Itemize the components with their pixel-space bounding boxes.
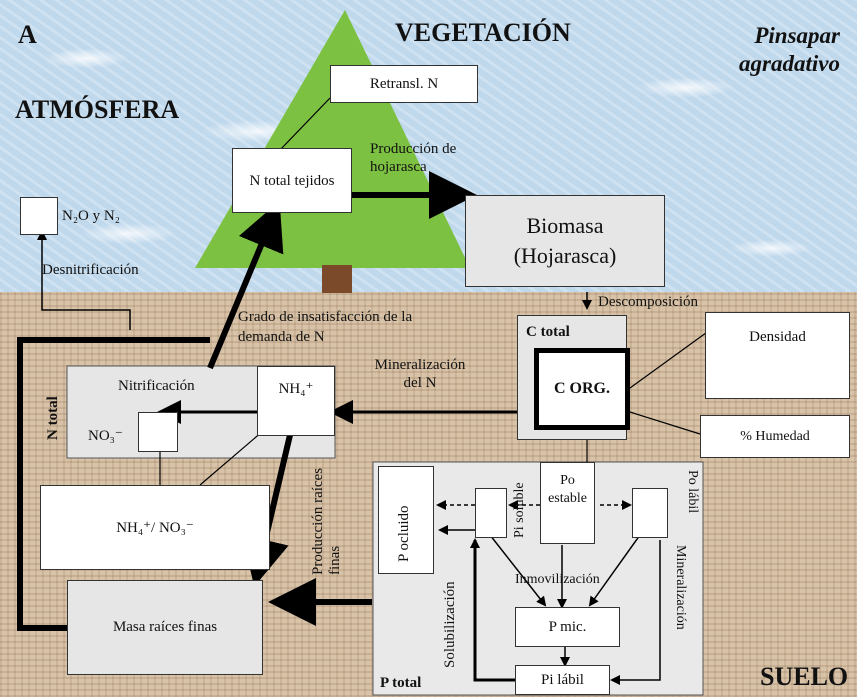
c-org-box: C ORG.: [534, 348, 630, 430]
n-total-label: N total: [45, 396, 61, 440]
p-total-label: P total: [380, 675, 422, 691]
subtitle: Pinsapar agradativo: [700, 22, 840, 78]
pi-soluble-box: [475, 488, 507, 538]
nh4-no3-box: NH₄⁺/ NO₃⁻: [40, 485, 270, 570]
atmosphere-background: [0, 0, 857, 292]
nitrificacion-label: Nitrificación: [118, 378, 195, 394]
corner-letter: A: [18, 20, 37, 49]
p-mic-box: P mic.: [515, 607, 620, 647]
flow-denitrification: [37, 230, 131, 330]
p-ocluido-label: P ocluido: [396, 505, 412, 562]
grado-label: Grado de insatisfacción de la demanda de…: [238, 309, 413, 345]
solubilizacion-label: Solubilización: [442, 581, 458, 668]
mineralizacion-label: Mineralización: [673, 545, 688, 630]
descomposicion-label: Descomposición: [598, 294, 698, 310]
subtitle-line2: agradativo: [739, 51, 840, 76]
produccion-hojarasca-label: Producción de hojarasca: [370, 141, 457, 175]
po-labil-label: Po lábil: [685, 470, 700, 514]
flow-to-tissues: [207, 200, 284, 370]
desnitrificacion-label: Desnitrificación: [42, 262, 139, 278]
no3-box: [138, 412, 178, 452]
pi-soluble-label: Pi soluble: [512, 482, 527, 538]
tree-icon: [195, 10, 470, 268]
flow-roots-loop: [17, 337, 210, 631]
produccion-raices-label: Producción raíces finas: [310, 467, 343, 575]
pi-labil-box: Pi lábil: [515, 665, 610, 695]
inmovilizacion-label: Inmovilización: [515, 572, 600, 587]
n2o-box: [20, 197, 58, 235]
po-estable-box: [540, 462, 595, 544]
n-total-tejidos-box: N total tejidos: [232, 148, 352, 213]
humedad-box: % Humedad: [700, 415, 850, 458]
p-ocluido-box: [378, 466, 434, 574]
densidad-box: Densidad: [705, 312, 850, 399]
zone-vegetation: VEGETACIÓN: [395, 18, 571, 47]
zone-atmosphere: ATMÓSFERA: [15, 95, 180, 124]
no3-label: NO₃⁻: [88, 428, 123, 444]
retransl-n-box: Retransl. N: [330, 65, 478, 103]
tree-trunk: [322, 265, 352, 293]
po-labil-box: [632, 488, 668, 538]
masa-raices-box: Masa raíces finas: [67, 580, 263, 675]
biomasa-box: Biomasa (Hojarasca): [465, 195, 665, 287]
nh4-box: NH₄⁺: [257, 366, 335, 436]
subtitle-line1: Pinsapar: [754, 23, 840, 48]
zone-soil: SUELO: [760, 662, 849, 691]
n2o-label: N₂O y N₂: [62, 208, 120, 224]
po-estable-label: Po estable: [548, 473, 587, 506]
mineralizacion-n-label: Mineralización del N: [374, 357, 466, 391]
